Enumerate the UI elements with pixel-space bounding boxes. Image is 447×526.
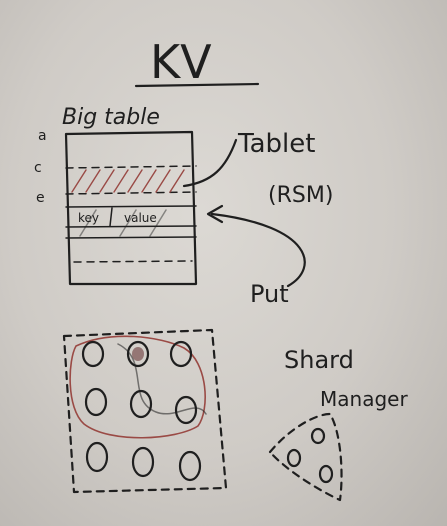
server-node: [178, 450, 202, 482]
put-arrow: [210, 212, 306, 288]
key-cell-label: key: [78, 211, 99, 225]
manager-node: [286, 448, 302, 468]
table-row-line: [65, 165, 197, 169]
server-node: [129, 389, 153, 419]
server-node-active: [126, 340, 150, 368]
table-row-line: [73, 260, 193, 263]
tablet-label: Tablet: [237, 129, 315, 159]
row-hatching: [79, 209, 167, 237]
row-key-a: a: [38, 128, 47, 144]
shard-manager-border: [268, 412, 343, 502]
row-key-e: e: [36, 190, 45, 206]
big-table: key value: [64, 130, 198, 286]
manager-node: [310, 427, 326, 445]
server-node: [131, 446, 155, 478]
title-underline: [134, 82, 260, 88]
tablet-pointer-line: [182, 138, 238, 188]
server-node: [85, 441, 109, 473]
active-node-fill: [132, 347, 144, 361]
put-label: Put: [250, 280, 289, 308]
value-cell-label: value: [124, 211, 157, 225]
table-row-line: [65, 236, 197, 239]
big-table-border: [64, 130, 198, 286]
server-node: [84, 387, 108, 417]
table-row-line: [65, 205, 197, 208]
server-group-border: [62, 328, 228, 494]
row-key-c: c: [34, 160, 42, 176]
connection-line: [117, 343, 207, 415]
server-node: [81, 340, 105, 368]
table-row-line: [65, 191, 197, 195]
table-label: Big table: [62, 105, 160, 130]
replica-region: [69, 335, 206, 439]
table-cell-divider: [109, 207, 113, 227]
server-node: [169, 340, 193, 368]
shard-manager-group: [268, 412, 343, 502]
shard-label: Shard: [284, 346, 354, 374]
put-arrowhead: [206, 204, 224, 224]
manager-node: [318, 464, 334, 484]
tablet-hatching: [71, 169, 185, 193]
manager-label: Manager: [320, 387, 408, 411]
table-row-line: [65, 225, 197, 228]
server-group: [62, 328, 228, 494]
rsm-label: (RSM): [268, 183, 333, 208]
title-text: KV: [150, 35, 212, 89]
server-node: [174, 395, 198, 425]
